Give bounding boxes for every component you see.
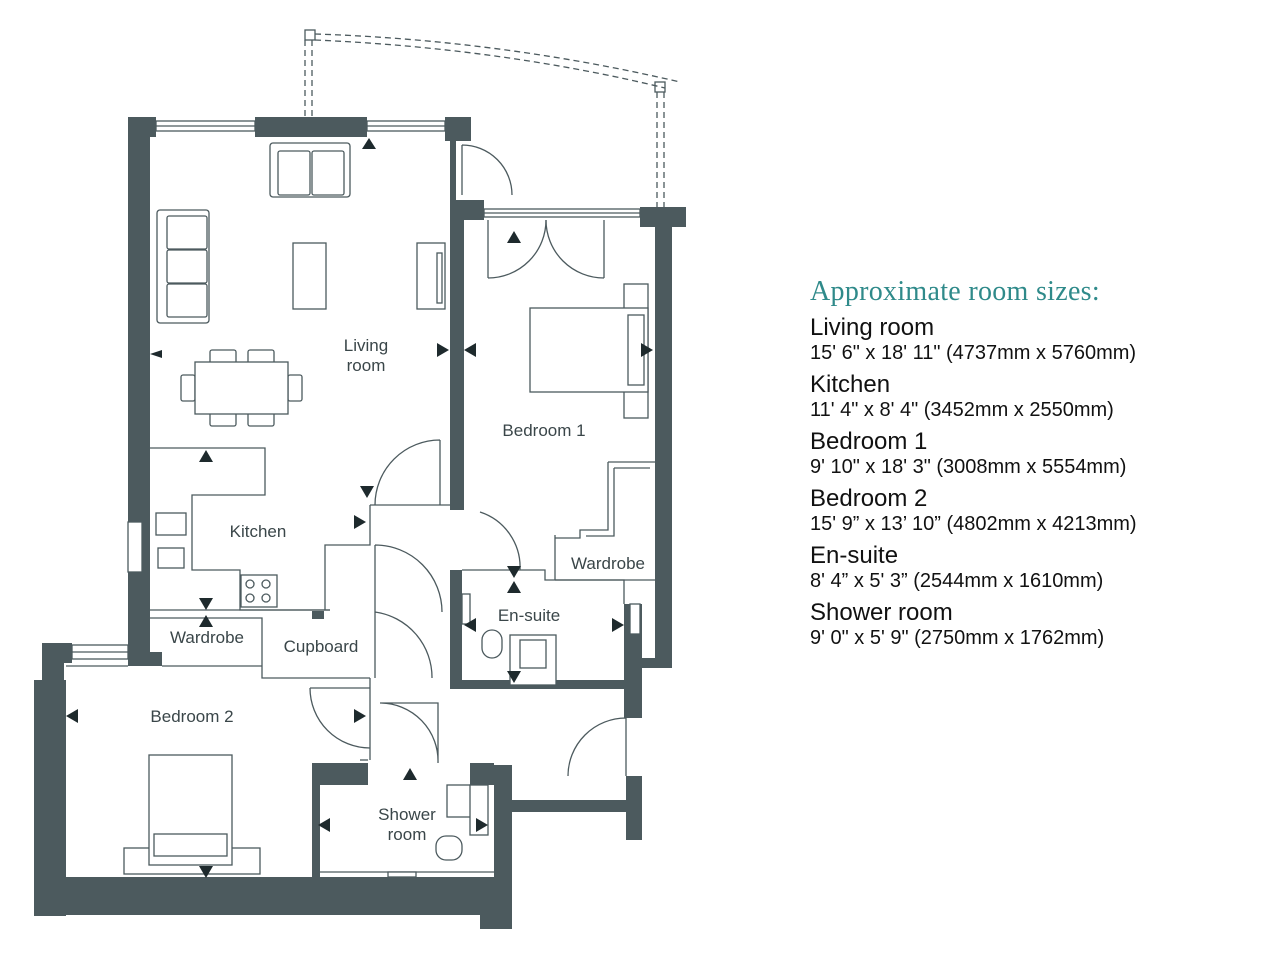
legend-item: Bedroom 2 15' 9” x 13’ 10” (4802mm x 421… bbox=[810, 485, 1270, 536]
room-label-wardrobe-1: Wardrobe bbox=[571, 554, 645, 573]
legend-room-name: En-suite bbox=[810, 542, 899, 569]
legend-room-dimensions: 11' 4" x 8' 4" (3452mm x 2550mm) bbox=[810, 399, 1114, 421]
legend-item: Shower room 9' 0" x 5' 9" (2750mm x 1762… bbox=[810, 599, 1270, 650]
legend-room-dimensions: 15' 9” x 13’ 10” (4802mm x 4213mm) bbox=[810, 513, 1137, 535]
legend-room-dimensions: 8' 4” x 5' 3” (2544mm x 1610mm) bbox=[810, 570, 1104, 592]
room-label-bedroom-1: Bedroom 1 bbox=[502, 421, 585, 440]
room-label-cupboard: Cupboard bbox=[284, 637, 359, 656]
legend-room-dimensions: 15' 6" x 18' 11" (4737mm x 5760mm) bbox=[810, 342, 1137, 364]
legend-room-dimensions: 9' 0" x 5' 9" (2750mm x 1762mm) bbox=[810, 627, 1105, 649]
legend-room-name: Bedroom 2 bbox=[810, 485, 928, 512]
room-label-kitchen: Kitchen bbox=[230, 522, 287, 541]
room-label-bedroom-2: Bedroom 2 bbox=[150, 707, 233, 726]
legend-heading: Approximate room sizes: bbox=[810, 276, 1100, 307]
legend-item: Bedroom 1 9' 10" x 18' 3" (3008mm x 5554… bbox=[810, 428, 1270, 479]
room-label-ensuite: En-suite bbox=[498, 606, 560, 625]
legend-room-dimensions: 9' 10" x 18' 3" (3008mm x 5554mm) bbox=[810, 456, 1127, 478]
walls bbox=[34, 117, 686, 929]
legend-room-name: Kitchen bbox=[810, 371, 891, 398]
legend-item: En-suite 8' 4” x 5' 3” (2544mm x 1610mm) bbox=[810, 542, 1270, 593]
legend-room-name: Bedroom 1 bbox=[810, 428, 928, 455]
balcony-outline bbox=[304, 29, 681, 207]
legend-room-name: Living room bbox=[810, 314, 935, 341]
legend-item: Kitchen 11' 4" x 8' 4" (3452mm x 2550mm) bbox=[810, 371, 1270, 422]
doors bbox=[309, 144, 627, 777]
arrows bbox=[66, 138, 653, 878]
legend-item: Living room 15' 6" x 18' 11" (4737mm x 5… bbox=[810, 314, 1270, 365]
furniture bbox=[123, 142, 649, 878]
legend-room-name: Shower room bbox=[810, 599, 953, 626]
room-sizes-legend: Approximate room sizes: Living room 15' … bbox=[810, 276, 1270, 656]
windows bbox=[71, 120, 641, 660]
room-label-wardrobe-2: Wardrobe bbox=[170, 628, 244, 647]
